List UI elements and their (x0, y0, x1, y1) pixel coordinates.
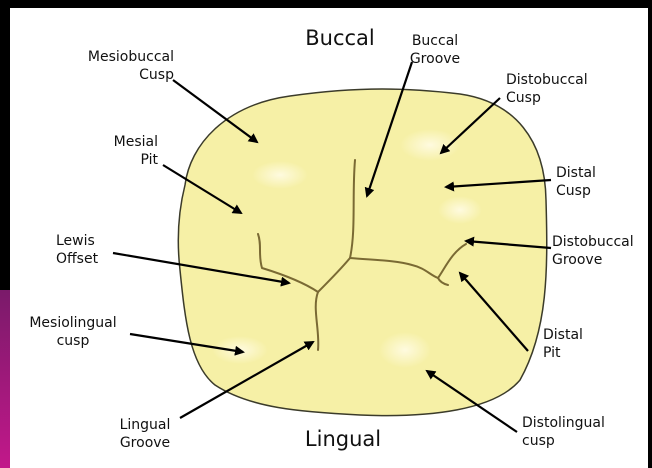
label-mesiobuccal-cusp: Mesiobuccal Cusp (54, 48, 174, 84)
label-buccal-groove: Buccal Groove (400, 32, 470, 68)
label-distolingual-cusp: Distolingual cusp (522, 414, 632, 450)
tooth-crown (178, 89, 546, 416)
label-distal-cusp: Distal Cusp (556, 164, 636, 200)
label-lingual-groove: Lingual Groove (110, 416, 180, 452)
label-distobuccal-cusp: Distobuccal Cusp (506, 71, 616, 107)
label-distal-pit: Distal Pit (543, 326, 603, 362)
lingual-surface-label: Lingual (288, 427, 398, 451)
label-distobuccal-groove: Distobuccal Groove (552, 233, 648, 269)
label-lewis-offset: Lewis Offset (56, 232, 136, 268)
label-mesial-pit: Mesial Pit (78, 133, 158, 169)
label-mesiolingual-cusp: Mesiolingual cusp (18, 314, 128, 350)
buccal-surface-label: Buccal (290, 26, 390, 50)
